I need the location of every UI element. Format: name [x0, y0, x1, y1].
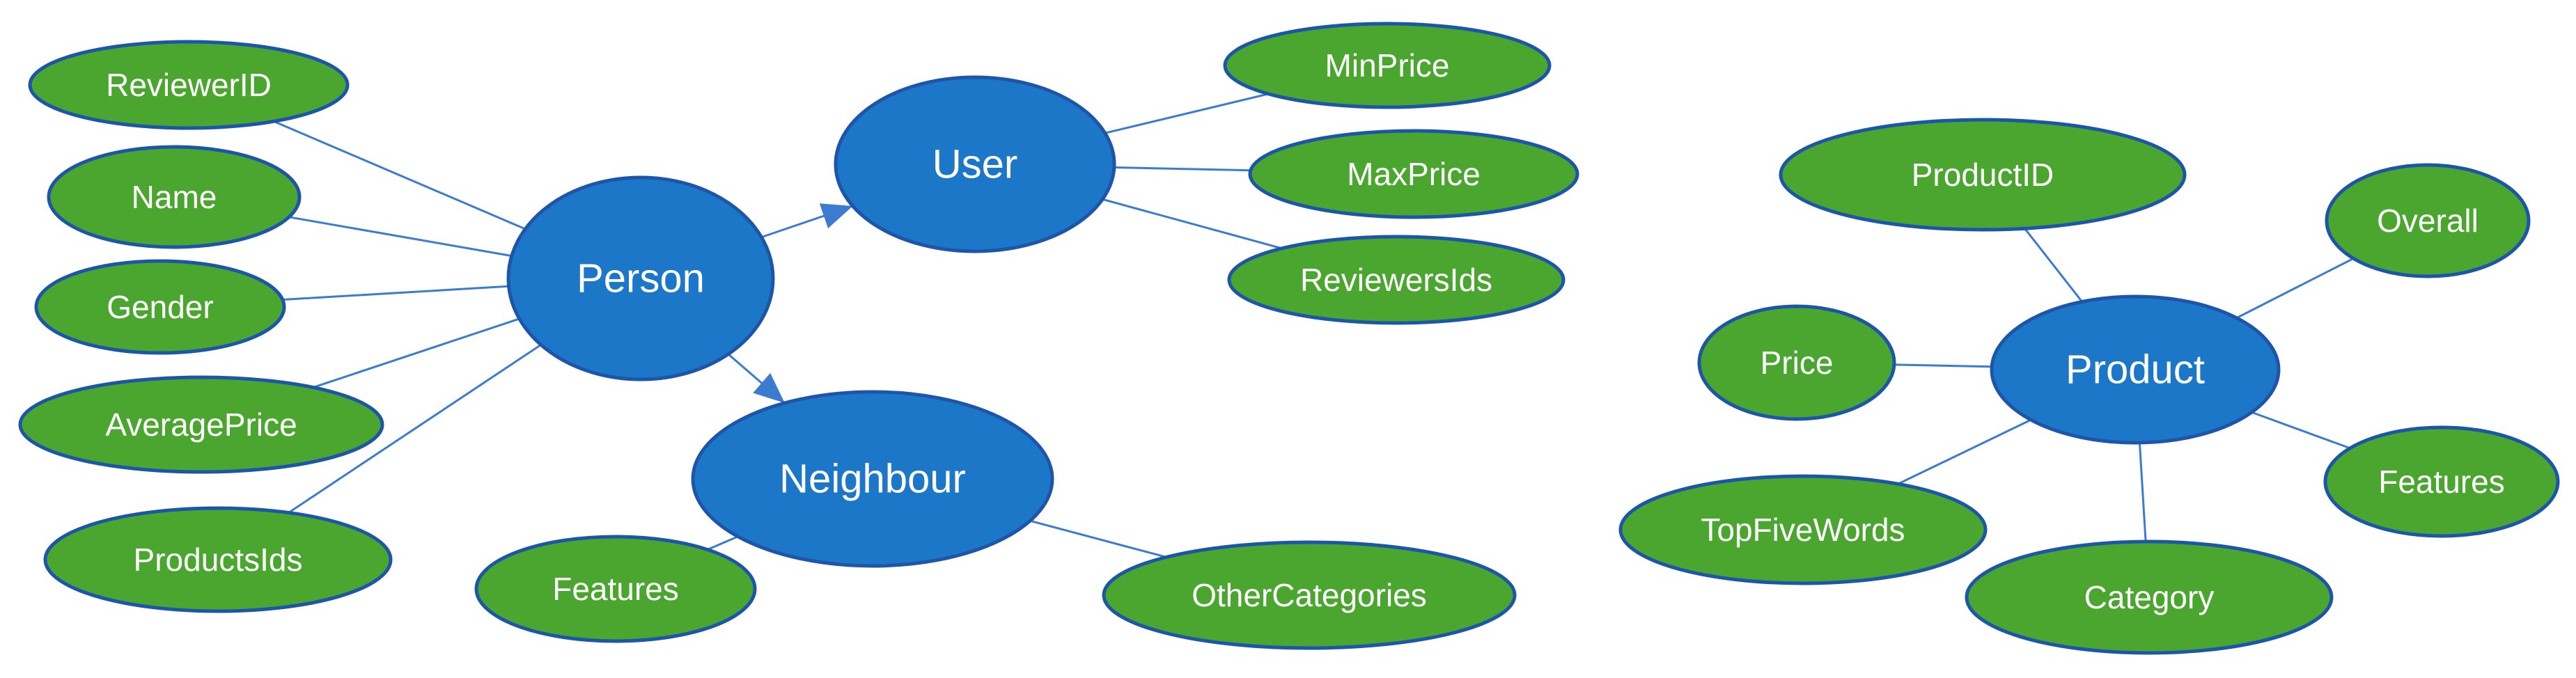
averageprice-ellipse — [18, 375, 384, 474]
attribute-othercategories: OtherCategories — [1102, 540, 1517, 650]
attribute-features-neighbour: Features — [474, 535, 757, 643]
connector-neighbour-othercategories — [1029, 519, 1167, 558]
node-label-productid: ProductID — [1912, 157, 2054, 193]
neighbour-ellipse — [691, 390, 1054, 568]
attribute-reviewerid: ReviewerID — [28, 40, 350, 130]
node-label-gender: Gender — [107, 289, 213, 325]
node-layer: ReviewerID NameGenderAveragePriceProducts… — [18, 22, 2560, 655]
entity-neighbour: Neighbour — [691, 390, 1054, 568]
minprice-ellipse — [1223, 22, 1552, 109]
name-ellipse — [47, 145, 302, 249]
connector-user-minprice — [1104, 93, 1269, 134]
othercategories-ellipse — [1102, 540, 1517, 650]
connector-user-reviewersids — [1102, 198, 1282, 250]
node-label-person: Person — [577, 256, 705, 301]
price-ellipse — [1697, 304, 1896, 421]
productid-ellipse — [1779, 118, 2187, 232]
attribute-reviewersids: ReviewersIds — [1227, 235, 1566, 325]
connector-gender-person — [282, 285, 509, 301]
product-ellipse — [1990, 294, 2281, 445]
node-label-reviewerid: ReviewerID — [106, 67, 272, 103]
node-label-neighbour: Neighbour — [779, 457, 966, 502]
productsids-ellipse — [43, 506, 393, 613]
entity-user: User — [834, 75, 1116, 253]
node-label-name: Name — [132, 179, 217, 215]
node-label-category: Category — [2084, 579, 2215, 615]
attribute-minprice: MinPrice — [1223, 22, 1552, 109]
connector-product-price — [1894, 363, 1992, 368]
attribute-features-product: Features — [2323, 425, 2560, 538]
connector-product-features-product — [2251, 411, 2351, 450]
overall-ellipse — [2325, 163, 2531, 278]
connector-name-person — [288, 216, 513, 258]
node-label-features-product: Features — [2378, 464, 2505, 500]
node-label-reviewersids: ReviewersIds — [1300, 262, 1492, 298]
entity-person: Person — [506, 175, 775, 381]
connector-product-topfivewords — [1897, 418, 2032, 485]
features-product-ellipse — [2323, 425, 2560, 538]
node-label-othercategories: OtherCategories — [1192, 577, 1427, 613]
reviewerid-ellipse — [28, 40, 350, 130]
entity-product: Product — [1990, 294, 2281, 445]
attribute-maxprice: MaxPrice — [1248, 129, 1579, 219]
attribute-productsids: ProductsIds — [43, 506, 393, 613]
attribute-price: Price — [1697, 304, 1896, 421]
category-ellipse — [1965, 539, 2334, 655]
connector-user-maxprice — [1114, 166, 1251, 172]
node-label-averageprice: AveragePrice — [105, 407, 297, 443]
attribute-category: Category — [1965, 539, 2334, 655]
connector-product-productid — [2024, 228, 2083, 303]
gender-ellipse — [34, 259, 286, 355]
connector-product-category — [2138, 442, 2147, 542]
connector-neighbour-features-neighbour — [707, 535, 739, 551]
connector-reviewerid-person — [273, 120, 526, 230]
connector-product-overall — [2236, 257, 2355, 320]
attribute-averageprice: AveragePrice — [18, 375, 384, 474]
attribute-productid: ProductID — [1779, 118, 2187, 232]
attribute-overall: Overall — [2325, 163, 2531, 278]
connector-layer — [273, 93, 2355, 558]
reviewersids-ellipse — [1227, 235, 1566, 325]
node-label-product: Product — [2066, 347, 2205, 393]
connector-averageprice-person — [313, 317, 520, 388]
node-label-user: User — [932, 142, 1017, 187]
connector-person-neighbour — [727, 353, 786, 404]
node-label-productsids: ProductsIds — [134, 542, 303, 578]
node-label-price: Price — [1761, 345, 1834, 381]
connector-productsids-person — [288, 344, 542, 514]
attribute-gender: Gender — [34, 259, 286, 355]
attribute-name: Name — [47, 145, 302, 249]
node-label-topfivewords: TopFiveWords — [1701, 512, 1905, 548]
node-label-maxprice: MaxPrice — [1347, 156, 1481, 192]
connector-person-user — [760, 203, 853, 239]
attribute-topfivewords: TopFiveWords — [1618, 474, 1988, 585]
node-label-features-neighbour: Features — [552, 571, 679, 607]
maxprice-ellipse — [1248, 129, 1579, 219]
node-label-minprice: MinPrice — [1325, 47, 1450, 84]
person-ellipse — [506, 175, 775, 381]
features-neighbour-ellipse — [474, 535, 757, 643]
node-label-overall: Overall — [2377, 203, 2479, 239]
user-ellipse — [834, 75, 1116, 253]
topfivewords-ellipse — [1618, 474, 1988, 585]
